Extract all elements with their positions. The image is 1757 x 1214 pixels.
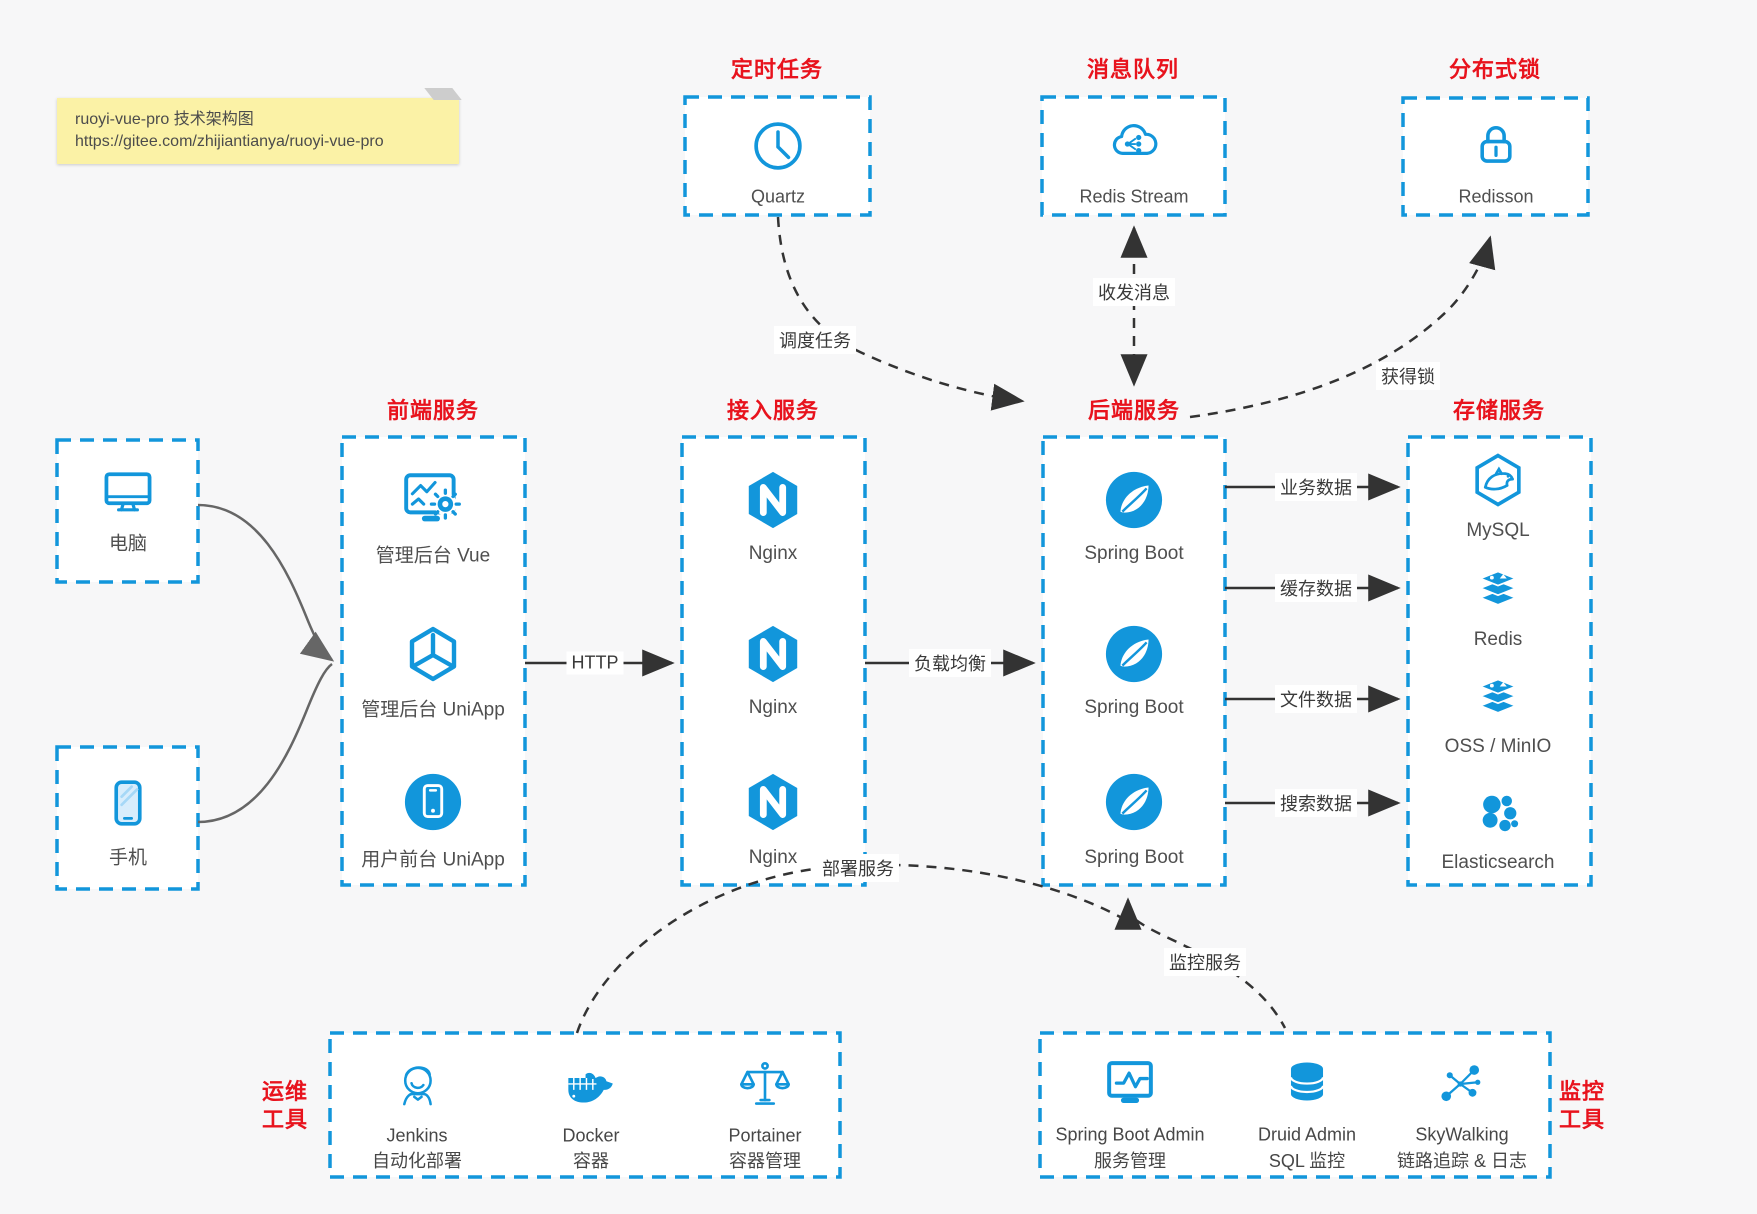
frontend-item-label: 管理后台 Vue [375,545,491,567]
business-data-label: 业务数据 [1275,473,1357,501]
sb-admin-icon [1101,1055,1159,1113]
note-title: ruoyi-vue-pro 技术架构图 [75,111,254,128]
ops-item-name: Portainer [728,1125,802,1146]
elasticsearch-icon [1470,787,1526,843]
title-backend-services: 后端服务 [1087,398,1181,423]
file-data-label: 文件数据 [1275,685,1357,713]
phone-icon [99,774,157,832]
portainer-icon [737,1058,793,1114]
title-message-queue: 消息队列 [1086,57,1180,82]
access-item-label: Nginx [748,543,798,564]
storage-services-box [1406,435,1593,887]
search-data-label: 搜索数据 [1275,789,1357,817]
sticky-note: ruoyi-vue-pro 技术架构图 https://gitee.com/zh… [57,98,459,164]
access-item-label: Nginx [748,697,798,718]
nginx-icon [742,771,804,833]
http-label: HTTP [566,651,624,675]
title-frontend-services: 前端服务 [386,398,480,423]
mysql-icon [1469,451,1527,509]
schedule-curve [776,216,1025,411]
spring-icon [1103,771,1165,833]
redis-stream-label: Redis Stream [1079,186,1189,207]
desktop-icon [98,462,158,522]
title-ops-tools: 运维 工具 [262,1078,308,1134]
spring-icon [1103,623,1165,685]
spring-icon [1103,469,1165,531]
monitor-item-desc: 链路追踪 & 日志 [1396,1151,1528,1171]
nginx-icon [742,469,804,531]
skywalking-icon [1434,1056,1490,1112]
ops-title-line: 工具 [261,1107,309,1132]
load-balance-label: 负载均衡 [909,649,991,677]
title-access-services: 接入服务 [726,398,820,423]
lock-label: 获得锁 [1376,362,1440,390]
storage-item-label: Redis [1473,629,1523,650]
ops-item-name: Jenkins [386,1125,448,1146]
backend-item-label: Spring Boot [1084,697,1184,718]
quartz-box [683,95,872,217]
mobile-app-icon [402,771,464,833]
mq-cloud-icon [1104,114,1164,174]
monitor-item-name: SkyWalking [1415,1124,1509,1145]
deploy-label: 部署服务 [817,854,899,882]
pc-label: 电脑 [108,533,148,555]
mobile-label: 手机 [108,847,148,869]
frontend-item-label: 用户前台 UniApp [361,849,505,871]
monitor-item-name: Spring Boot Admin [1055,1124,1205,1145]
ops-item-desc: 容器管理 [729,1151,801,1171]
monitor-item-desc: 服务管理 [1094,1151,1166,1171]
oss-stack-icon [1470,669,1526,725]
backend-item-label: Spring Boot [1084,847,1184,868]
deploy-curve [575,863,1123,1034]
ops-item-name: Docker [562,1125,620,1146]
monitor-title-line: 监控 [1558,1079,1606,1104]
nginx-icon [742,623,804,685]
monitor-label: 监控服务 [1164,948,1246,976]
ops-tools-box [328,1031,842,1179]
admin-vue-icon [400,467,466,533]
clock-icon [750,118,806,174]
monitor-item-name: Druid Admin [1257,1124,1357,1145]
frontend-item-label: 管理后台 UniApp [361,699,505,721]
title-distributed-lock: 分布式锁 [1448,57,1542,82]
monitor-item-desc: SQL 监控 [1268,1151,1346,1171]
pc-to-frontend-curve [197,503,335,662]
storage-item-label: OSS / MinIO [1444,736,1552,757]
title-scheduled-jobs: 定时任务 [730,57,824,82]
ops-title-line: 运维 [261,1079,309,1104]
backend-item-label: Spring Boot [1084,543,1184,564]
note-url: https://gitee.com/zhijiantianya/ruoyi-vu… [75,133,384,150]
ops-item-desc: 自动化部署 [372,1151,462,1171]
quartz-label: Quartz [750,186,806,207]
phone-to-frontend-curve [197,662,333,824]
docker-icon [562,1059,620,1117]
lock-curve [1189,235,1496,419]
title-storage-services: 存储服务 [1452,398,1546,423]
monitor-tools-box [1038,1031,1552,1179]
redis-stream-box [1040,95,1227,217]
schedule-label: 调度任务 [774,326,856,354]
redisson-label: Redisson [1458,186,1534,207]
monitor-title-line: 工具 [1558,1107,1606,1132]
storage-item-label: Elasticsearch [1441,852,1555,873]
redis-stack-icon [1470,561,1526,617]
title-monitor-tools: 监控 工具 [1559,1078,1605,1134]
access-item-label: Nginx [748,847,798,868]
ops-item-desc: 容器 [573,1151,609,1171]
jenkins-icon [388,1057,446,1115]
message-label: 收发消息 [1093,278,1175,306]
druid-icon [1280,1057,1334,1111]
uniapp-cube-icon [401,622,465,686]
cache-data-label: 缓存数据 [1275,574,1357,602]
lock-icon [1470,118,1522,170]
storage-item-label: MySQL [1466,520,1530,541]
